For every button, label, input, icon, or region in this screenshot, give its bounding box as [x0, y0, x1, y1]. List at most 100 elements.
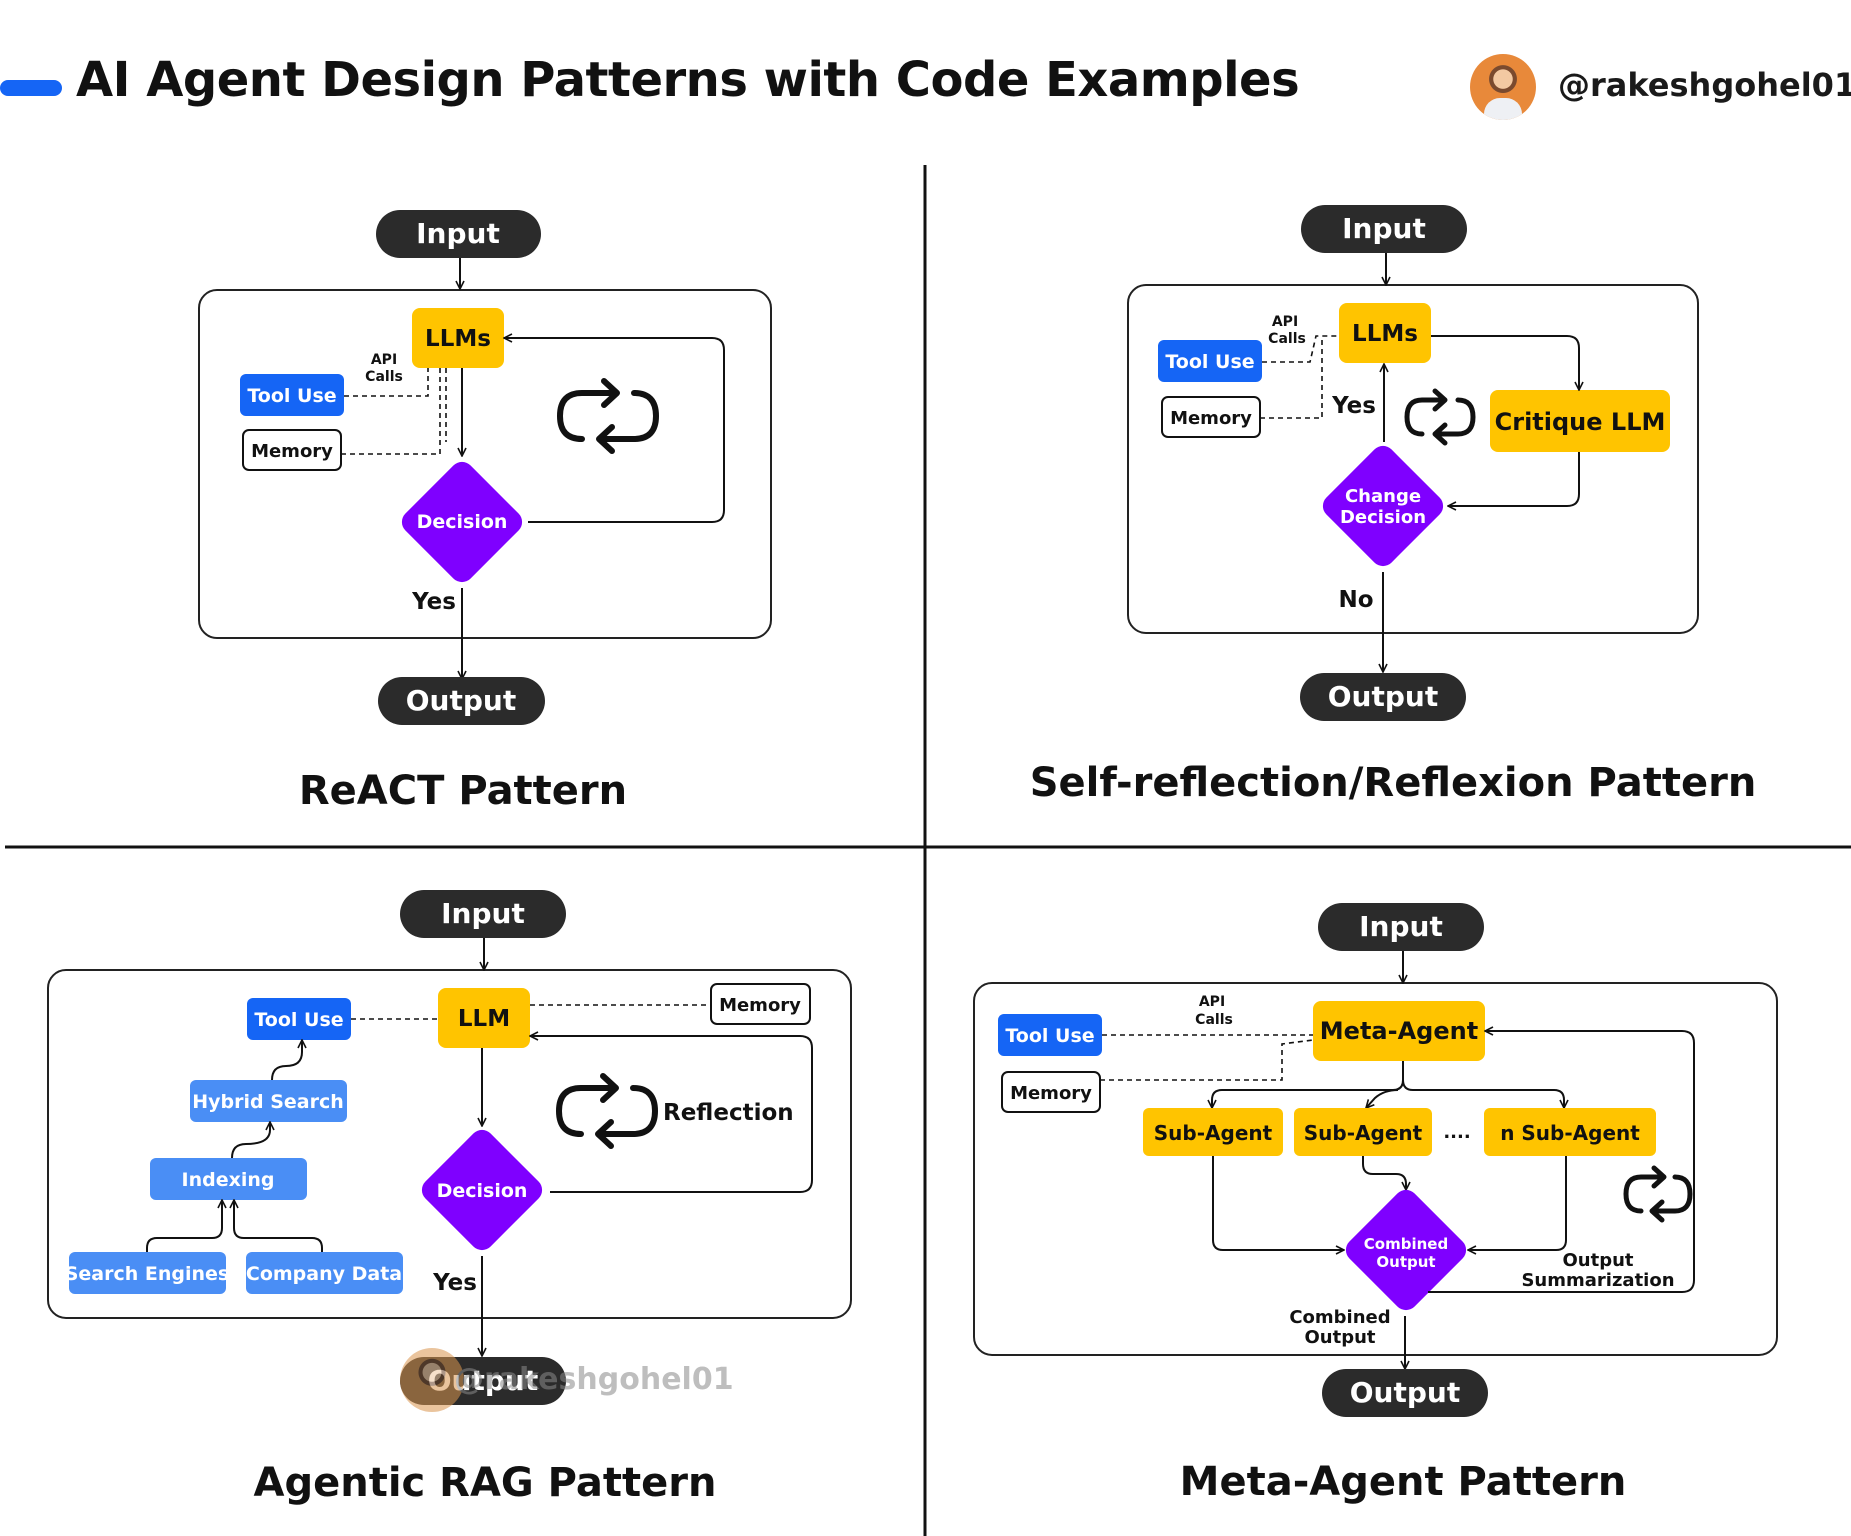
- react-llm-label: LLMs: [425, 326, 491, 352]
- rag-diagram: Input LLM Memory Tool Use Hybrid Search …: [47, 890, 852, 1405]
- meta-tool-use-label: Tool Use: [1005, 1025, 1094, 1047]
- reflexion-memory-label: Memory: [1170, 408, 1252, 429]
- reflexion-input-label: Input: [1342, 212, 1426, 245]
- meta-output-node: Output: [1322, 1369, 1488, 1417]
- react-loop-icon: [557, 378, 659, 454]
- rag-decision-node: Decision: [421, 1129, 543, 1251]
- reflexion-critique-node: Critique LLM: [1490, 390, 1670, 452]
- reflexion-llm-label: LLMs: [1352, 321, 1418, 347]
- watermark-avatar: [400, 1348, 464, 1412]
- watermark: @rakeshgohel01: [400, 1348, 740, 1412]
- react-output-node: Output: [378, 677, 545, 725]
- meta-combined-caption-2: Output: [1304, 1327, 1375, 1348]
- react-input-label: Input: [416, 217, 500, 250]
- author-handle: @rakeshgohel01: [1558, 66, 1851, 104]
- meta-sub-agent-1-node: Sub-Agent: [1143, 1108, 1283, 1156]
- rag-decision-label: Decision: [437, 1180, 528, 1202]
- reflexion-decision-node: Change Decision: [1322, 445, 1444, 567]
- react-pattern-label: ReACT Pattern: [298, 768, 628, 814]
- rag-memory-node: Memory: [710, 983, 811, 1025]
- rag-yes-label: Yes: [432, 1270, 477, 1296]
- meta-loop-icon: [1623, 1165, 1693, 1223]
- react-tool-use-node: Tool Use: [240, 374, 344, 416]
- meta-input-label: Input: [1359, 910, 1443, 943]
- reflexion-decision-label-1: Change: [1345, 486, 1421, 507]
- react-api-label-2: Calls: [365, 369, 403, 385]
- rag-tool-use-label: Tool Use: [254, 1009, 343, 1031]
- meta-memory-label: Memory: [1010, 1083, 1092, 1104]
- meta-diagram: Input Meta-Agent Tool Use Memory API Cal…: [973, 903, 1778, 1417]
- meta-api-label-1: API: [1199, 994, 1225, 1010]
- meta-combined-caption-1: Combined: [1289, 1307, 1390, 1328]
- reflexion-tool-use-node: Tool Use: [1158, 340, 1262, 382]
- react-memory-label: Memory: [251, 441, 333, 462]
- rag-loop-icon: [556, 1073, 658, 1149]
- meta-frame: [973, 982, 1778, 1356]
- meta-pattern-label: Meta-Agent Pattern: [1179, 1459, 1627, 1505]
- react-llm-node: LLMs: [412, 308, 504, 368]
- rag-reflection-label: Reflection: [663, 1100, 794, 1126]
- meta-agent-node: Meta-Agent: [1313, 1001, 1485, 1061]
- rag-hybrid-search-node: Hybrid Search: [190, 1080, 347, 1122]
- reflexion-diagram: Input LLMs Tool Use Memory API Calls Yes: [1127, 205, 1699, 721]
- reflexion-api-label-1: API: [1272, 314, 1298, 330]
- rag-llm-node: LLM: [438, 988, 530, 1048]
- reflexion-output-node: Output: [1300, 673, 1466, 721]
- rag-pattern-label: Agentic RAG Pattern: [253, 1460, 717, 1506]
- meta-combined-label-2: Output: [1376, 1253, 1435, 1271]
- reflexion-pattern-label: Self-reflection/Reflexion Pattern: [1029, 760, 1757, 806]
- rag-memory-label: Memory: [719, 995, 801, 1016]
- rag-tool-use-node: Tool Use: [247, 998, 351, 1040]
- react-yes-label: Yes: [411, 589, 456, 615]
- author-avatar: [1470, 54, 1536, 120]
- react-output-label: Output: [406, 684, 516, 717]
- react-decision-node: Decision: [401, 461, 523, 583]
- reflexion-frame: [1127, 284, 1699, 634]
- rag-frame: [47, 969, 852, 1319]
- meta-sub-agent-2-label: Sub-Agent: [1304, 1121, 1423, 1145]
- reflexion-decision-label-2: Decision: [1340, 507, 1426, 528]
- meta-api-label-2: Calls: [1195, 1012, 1233, 1028]
- reflexion-input-node: Input: [1301, 205, 1467, 253]
- reflexion-critique-label: Critique LLM: [1495, 408, 1666, 436]
- meta-memory-node: Memory: [1001, 1071, 1101, 1113]
- meta-summarization-label-1: Output: [1562, 1250, 1633, 1271]
- meta-output-label: Output: [1350, 1376, 1460, 1409]
- react-frame: [198, 289, 772, 639]
- reflexion-loop-icon: [1404, 388, 1476, 446]
- title-accent-bar: [0, 80, 62, 96]
- rag-hybrid-search-label: Hybrid Search: [192, 1091, 344, 1113]
- reflexion-memory-node: Memory: [1161, 396, 1261, 438]
- meta-sub-agent-1-label: Sub-Agent: [1154, 1121, 1273, 1145]
- rag-input-node: Input: [400, 890, 566, 938]
- reflexion-tool-use-label: Tool Use: [1165, 351, 1254, 373]
- rag-search-engines-node: Search Engines: [65, 1252, 230, 1294]
- rag-company-data-node: Company Data: [246, 1252, 403, 1294]
- reflexion-output-label: Output: [1328, 680, 1438, 713]
- watermark-text: @rakeshgohel01: [454, 1362, 734, 1397]
- react-api-label-1: API: [371, 352, 397, 368]
- reflexion-yes-label: Yes: [1331, 393, 1376, 419]
- page-title: AI Agent Design Patterns with Code Examp…: [76, 52, 1300, 108]
- meta-agent-label: Meta-Agent: [1320, 1017, 1478, 1045]
- meta-combined-node: Combined Output: [1345, 1189, 1467, 1311]
- meta-ellipsis: ....: [1443, 1122, 1470, 1143]
- reflexion-llm-node: LLMs: [1339, 303, 1431, 363]
- meta-summarization-label-2: Summarization: [1521, 1270, 1674, 1291]
- rag-indexing-node: Indexing: [150, 1158, 307, 1200]
- rag-company-data-label: Company Data: [246, 1263, 402, 1285]
- react-input-node: Input: [376, 210, 541, 258]
- reflexion-no-label: No: [1338, 587, 1373, 613]
- meta-input-node: Input: [1318, 903, 1484, 951]
- meta-tool-use-node: Tool Use: [998, 1014, 1102, 1056]
- meta-sub-agent-n-node: n Sub-Agent: [1484, 1108, 1656, 1156]
- meta-sub-agent-2-node: Sub-Agent: [1294, 1108, 1432, 1156]
- rag-indexing-label: Indexing: [182, 1169, 275, 1191]
- rag-input-label: Input: [441, 897, 525, 930]
- rag-search-engines-label: Search Engines: [65, 1263, 230, 1285]
- reflexion-api-label-2: Calls: [1268, 331, 1306, 347]
- meta-sub-agent-n-label: n Sub-Agent: [1500, 1121, 1640, 1145]
- react-decision-label: Decision: [417, 511, 508, 533]
- react-tool-use-label: Tool Use: [247, 385, 336, 407]
